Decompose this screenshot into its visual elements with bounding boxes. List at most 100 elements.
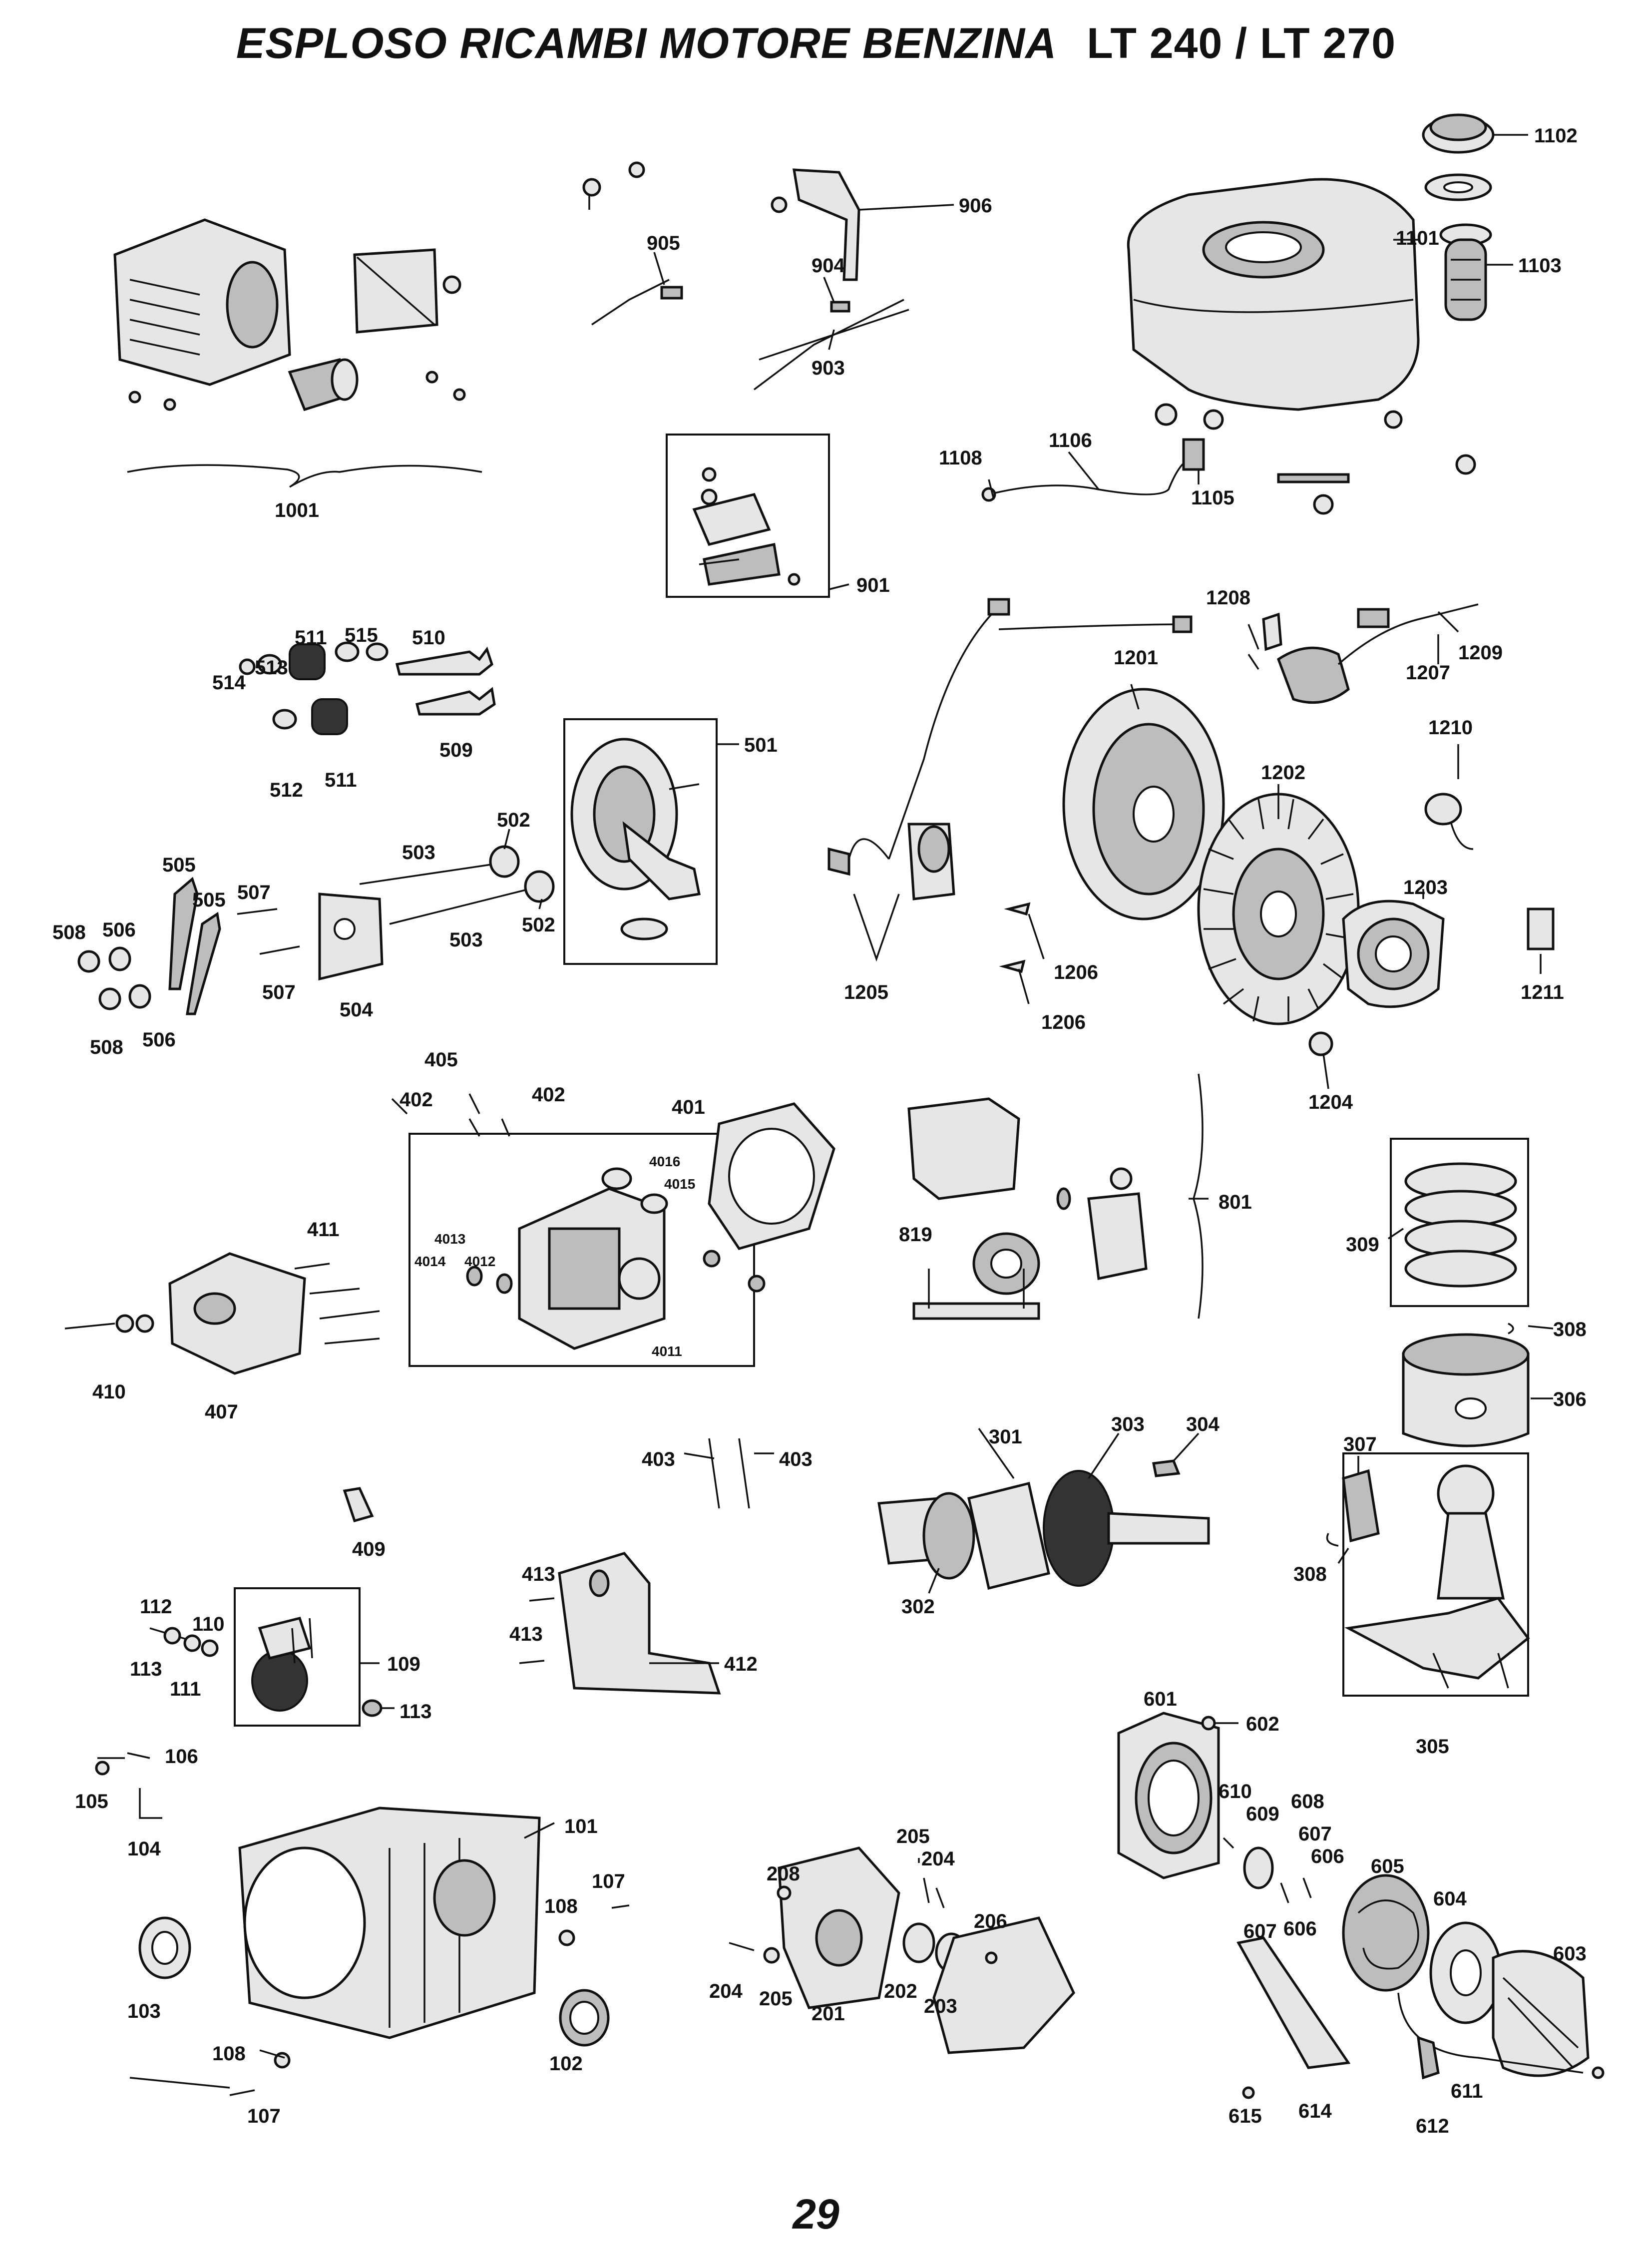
- label-407: 407: [205, 1401, 238, 1423]
- flywheel-cover-drawing: [1062, 688, 1225, 920]
- flywheel-fan-drawing: [1197, 793, 1360, 1025]
- label-507b: 507: [262, 981, 296, 1003]
- piston-drawing: [1326, 1323, 1530, 1547]
- label-308a: 308: [1553, 1319, 1587, 1341]
- label-303: 303: [1111, 1413, 1145, 1435]
- label-1102: 1102: [1534, 125, 1578, 147]
- label-301: 301: [989, 1426, 1022, 1448]
- label-1108: 1108: [939, 447, 982, 469]
- label-610: 610: [1219, 1781, 1252, 1803]
- label-411: 411: [307, 1219, 340, 1241]
- fuel-tank-drawing: [1127, 178, 1420, 411]
- push-rods-drawing: [77, 845, 555, 1015]
- label-1210: 1210: [1428, 717, 1473, 739]
- label-108a: 108: [544, 1895, 578, 1917]
- label-4014: 4014: [414, 1254, 446, 1269]
- label-106: 106: [165, 1746, 198, 1768]
- label-509: 509: [439, 739, 473, 761]
- label-1201: 1201: [1114, 647, 1158, 669]
- label-107a: 107: [592, 1870, 625, 1892]
- label-4012: 4012: [464, 1254, 495, 1269]
- label-206: 206: [974, 1910, 1007, 1932]
- label-505a: 505: [162, 854, 196, 876]
- label-511b: 511: [325, 769, 357, 791]
- ignition-drawing: [827, 598, 1193, 901]
- label-1105: 1105: [1191, 487, 1234, 509]
- label-607a: 607: [1298, 1823, 1332, 1845]
- fan-housing-drawing: [1117, 1712, 1220, 1879]
- label-601: 601: [1144, 1688, 1177, 1710]
- label-502b: 502: [522, 914, 555, 936]
- title-main: ESPLOSO RICAMBI MOTORE BENZINA: [236, 19, 1057, 67]
- label-506a: 506: [102, 919, 136, 941]
- label-4015: 4015: [664, 1176, 695, 1192]
- crankshaft-drawing: [343, 1438, 1210, 1590]
- label-507a: 507: [237, 882, 271, 904]
- label-401: 401: [672, 1096, 705, 1118]
- label-513: 513: [255, 657, 288, 679]
- label-614: 614: [1298, 2100, 1332, 2122]
- label-302: 302: [901, 1596, 935, 1618]
- piston-rings-box: [1390, 1138, 1529, 1307]
- label-503a: 503: [402, 842, 435, 864]
- label-412: 412: [724, 1653, 758, 1675]
- crankcase-drawing: [138, 1807, 630, 2096]
- carburetor-drawing: [907, 1073, 1204, 1320]
- label-403a: 403: [642, 1448, 675, 1470]
- label-506b: 506: [142, 1029, 176, 1051]
- title-models: LT 240 / LT 270: [1087, 19, 1396, 67]
- valve-train-drawing: [239, 641, 496, 735]
- label-402b: 402: [400, 1089, 433, 1111]
- piston-rings-drawing: [1404, 1162, 1517, 1288]
- label-603: 603: [1553, 1943, 1587, 1965]
- label-511a: 511: [295, 627, 327, 649]
- label-110: 110: [192, 1613, 225, 1635]
- label-1001: 1001: [275, 499, 319, 521]
- label-1101: 1101: [1396, 227, 1439, 249]
- label-109: 109: [387, 1653, 420, 1675]
- label-1207: 1207: [1406, 662, 1450, 684]
- label-801: 801: [1219, 1191, 1252, 1213]
- label-308b: 308: [1293, 1563, 1327, 1585]
- label-904: 904: [812, 255, 845, 277]
- label-108b: 108: [212, 2043, 246, 2065]
- label-503b: 503: [449, 929, 483, 951]
- valve-cover-drawing: [64, 1093, 766, 1375]
- label-504: 504: [340, 999, 373, 1021]
- misc-electrical-drawing: [999, 603, 1555, 1056]
- label-510: 510: [412, 627, 445, 649]
- label-307: 307: [1343, 1433, 1377, 1455]
- recoil-starter-drawing: [1223, 1837, 1605, 2099]
- label-405: 405: [424, 1049, 458, 1071]
- camshaft-drawing: [570, 738, 701, 940]
- label-906: 906: [959, 195, 992, 217]
- label-611: 611: [1451, 2080, 1483, 2102]
- label-1208: 1208: [1206, 587, 1250, 609]
- label-604: 604: [1433, 1888, 1467, 1910]
- label-1206b: 1206: [1041, 1011, 1086, 1033]
- label-1203: 1203: [1403, 877, 1448, 899]
- label-107b: 107: [247, 2105, 281, 2127]
- label-205: 205: [896, 1825, 930, 1847]
- label-515: 515: [345, 624, 378, 646]
- label-901: 901: [856, 574, 890, 596]
- label-903: 903: [812, 357, 845, 379]
- label-202: 202: [884, 1980, 917, 2002]
- label-819: 819: [899, 1224, 932, 1246]
- label-1106: 1106: [1049, 430, 1092, 452]
- label-304: 304: [1186, 1413, 1220, 1435]
- label-1211: 1211: [1521, 981, 1564, 1003]
- label-605: 605: [1371, 1855, 1404, 1877]
- part-labels: 1102 1101 1103 906 905 904 903 1001 1108…: [52, 125, 1587, 2137]
- label-104: 104: [127, 1838, 161, 1860]
- cylinder-head-drawing: [466, 1167, 668, 1350]
- label-1206a: 1206: [1054, 961, 1098, 983]
- oil-pump-box: [234, 1587, 361, 1727]
- label-602: 602: [1246, 1713, 1279, 1735]
- label-112: 112: [140, 1596, 172, 1618]
- label-608: 608: [1291, 1791, 1324, 1813]
- label-101: 101: [564, 1815, 598, 1837]
- label-410: 410: [92, 1381, 126, 1403]
- label-607b: 607: [1243, 1920, 1277, 1942]
